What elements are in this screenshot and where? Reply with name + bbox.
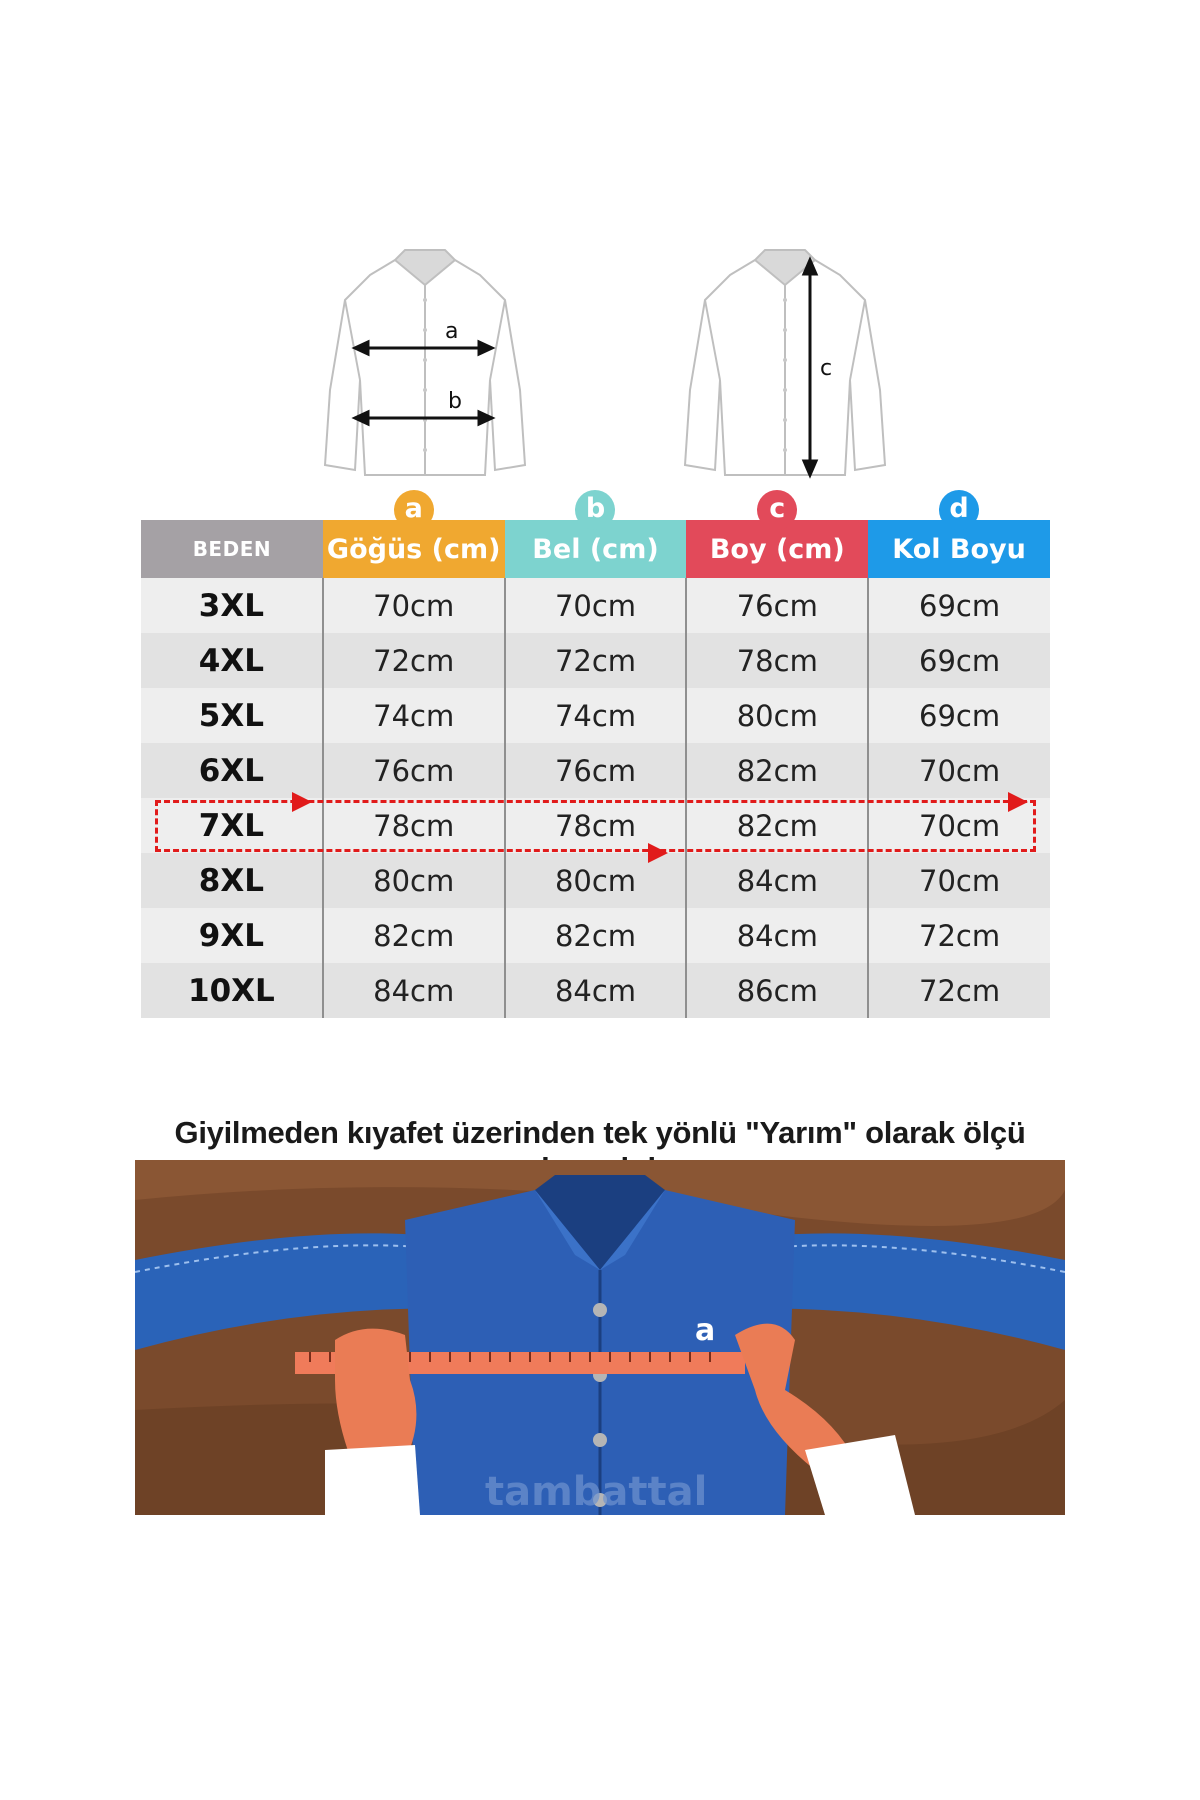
badge-c: c [757, 490, 798, 530]
sleeve-column-header: d Kol Boyu [868, 490, 1050, 578]
sleeve-cell: 72cm [867, 908, 1050, 963]
label-c: c [820, 356, 832, 381]
table-row: 4XL 72cm 72cm 78cm 69cm [141, 633, 1050, 688]
arrow-right-icon [292, 792, 312, 812]
size-cell: 3XL [141, 578, 323, 633]
waist-column-label: Bel (cm) [532, 533, 659, 565]
label-a: a [445, 319, 458, 344]
table-header-row: BEDEN a Göğüs (cm) b Bel (cm) c Boy (cm)… [141, 490, 1050, 578]
chest-cell: 74cm [321, 688, 505, 743]
length-column-header: c Boy (cm) [686, 490, 869, 578]
waist-cell: 70cm [503, 578, 687, 633]
length-cell: 76cm [685, 578, 869, 633]
chest-cell: 70cm [321, 578, 505, 633]
watermark: tambattal [485, 1469, 707, 1515]
chest-cell: 84cm [321, 963, 505, 1018]
table-row: 8XL 80cm 80cm 84cm 70cm [141, 853, 1050, 908]
table-row: 10XL 84cm 84cm 86cm 72cm [141, 963, 1050, 1018]
badge-d: d [939, 490, 980, 530]
size-cell: 8XL [141, 853, 323, 908]
table-row-highlighted: 7XL 78cm 78cm 82cm 70cm [141, 798, 1050, 853]
arrow-right-icon [1008, 792, 1028, 812]
length-cell: 82cm [685, 743, 869, 798]
sleeve-cell: 70cm [867, 798, 1050, 853]
badge-b: b [575, 490, 616, 530]
waist-cell: 76cm [503, 743, 687, 798]
length-cell: 84cm [685, 908, 869, 963]
waist-cell: 74cm [503, 688, 687, 743]
size-column-header: BEDEN [141, 520, 323, 578]
table-row: 6XL 76cm 76cm 82cm 70cm [141, 743, 1050, 798]
size-cell: 4XL [141, 633, 323, 688]
sleeve-cell: 69cm [867, 688, 1050, 743]
shirt-front-diagram: a b [323, 249, 527, 476]
length-cell: 84cm [685, 853, 869, 908]
length-cell: 78cm [685, 633, 869, 688]
waist-cell: 72cm [503, 633, 687, 688]
chest-cell: 78cm [321, 798, 505, 853]
length-column-label: Boy (cm) [709, 533, 845, 565]
size-cell: 10XL [141, 963, 323, 1018]
illustration-label-a: a [695, 1313, 715, 1348]
measurement-illustration: a tambattal [135, 1160, 1065, 1515]
chest-column-header: a Göğüs (cm) [322, 490, 505, 578]
sleeve-cell: 69cm [867, 578, 1050, 633]
chest-column-label: Göğüs (cm) [326, 533, 501, 565]
chest-cell: 80cm [321, 853, 505, 908]
sleeve-column-label: Kol Boyu [892, 533, 1026, 565]
table-row: 3XL 70cm 70cm 76cm 69cm [141, 578, 1050, 633]
badge-a: a [393, 490, 434, 530]
shirt-back-diagram: c [683, 249, 887, 479]
chest-cell: 76cm [321, 743, 505, 798]
length-cell: 86cm [685, 963, 869, 1018]
size-cell: 6XL [141, 743, 323, 798]
table-row: 5XL 74cm 74cm 80cm 69cm [141, 688, 1050, 743]
waist-cell: 82cm [503, 908, 687, 963]
sleeve-cell: 72cm [867, 963, 1050, 1018]
size-cell: 9XL [141, 908, 323, 963]
size-table: BEDEN a Göğüs (cm) b Bel (cm) c Boy (cm)… [141, 490, 1050, 1018]
label-b: b [448, 389, 462, 414]
sleeve-cell: 70cm [867, 853, 1050, 908]
chest-cell: 82cm [321, 908, 505, 963]
size-cell: 5XL [141, 688, 323, 743]
length-cell: 80cm [685, 688, 869, 743]
table-row: 9XL 82cm 82cm 84cm 72cm [141, 908, 1050, 963]
length-cell: 82cm [685, 798, 869, 853]
arrow-right-icon [648, 843, 668, 863]
waist-cell: 84cm [503, 963, 687, 1018]
sleeve-cell: 69cm [867, 633, 1050, 688]
chest-cell: 72cm [321, 633, 505, 688]
measurement-instruction: Giyilmeden kıyafet üzerinden tek yönlü "… [174, 1115, 1026, 1186]
waist-column-header: b Bel (cm) [504, 490, 687, 578]
sleeve-cell: 70cm [867, 743, 1050, 798]
